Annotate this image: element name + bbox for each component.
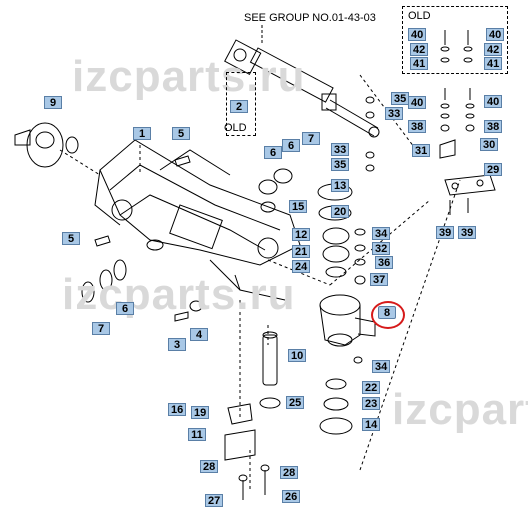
callout-40-a[interactable]: 40: [408, 28, 427, 41]
callout-5-top[interactable]: 5: [172, 127, 190, 140]
callout-10[interactable]: 10: [288, 349, 307, 362]
callout-6-a[interactable]: 6: [264, 146, 282, 159]
king-pin: [224, 331, 281, 500]
callout-5-left[interactable]: 5: [62, 232, 80, 245]
steering-cylinder: [224, 39, 380, 138]
callout-33-b[interactable]: 33: [331, 143, 350, 156]
old-bolts: [440, 30, 475, 132]
callout-6-c[interactable]: 6: [116, 302, 134, 315]
callout-31[interactable]: 31: [412, 144, 431, 157]
callout-29[interactable]: 29: [484, 163, 503, 176]
callout-35-a[interactable]: 35: [391, 92, 410, 105]
callout-38-b[interactable]: 38: [484, 120, 503, 133]
callout-7-a[interactable]: 7: [92, 322, 110, 335]
callout-1[interactable]: 1: [133, 127, 151, 140]
callout-21[interactable]: 21: [292, 245, 311, 258]
callout-22[interactable]: 22: [362, 381, 381, 394]
callout-6-b[interactable]: 6: [282, 139, 300, 152]
callout-11[interactable]: 11: [188, 428, 206, 441]
callout-26[interactable]: 26: [282, 490, 301, 503]
right-stack: [317, 183, 366, 285]
callout-39-a[interactable]: 39: [436, 226, 455, 239]
callout-13[interactable]: 13: [331, 179, 350, 192]
callout-39-b[interactable]: 39: [458, 226, 477, 239]
callout-28-a[interactable]: 28: [200, 460, 219, 473]
callout-8[interactable]: 8: [378, 306, 396, 319]
callout-4[interactable]: 4: [190, 328, 208, 341]
steering-knuckle-left: [14, 122, 79, 168]
callout-14[interactable]: 14: [362, 418, 381, 431]
callout-19[interactable]: 19: [191, 406, 210, 419]
highlight-ring: [371, 301, 405, 329]
left-washers: [81, 155, 293, 322]
callout-34-a[interactable]: 34: [372, 227, 391, 240]
callout-41-a[interactable]: 41: [410, 57, 429, 70]
callout-16[interactable]: 16: [168, 403, 187, 416]
callout-28-b[interactable]: 28: [280, 466, 299, 479]
callout-38-a[interactable]: 38: [408, 120, 427, 133]
callout-40-c[interactable]: 40: [408, 96, 427, 109]
callout-37[interactable]: 37: [370, 273, 389, 286]
callout-40-d[interactable]: 40: [484, 95, 503, 108]
callout-41-b[interactable]: 41: [484, 57, 503, 70]
callout-2[interactable]: 2: [230, 100, 248, 113]
callout-15[interactable]: 15: [289, 200, 308, 213]
callout-42-b[interactable]: 42: [484, 43, 503, 56]
callout-34-b[interactable]: 34: [372, 360, 391, 373]
old-box-left: [226, 72, 256, 136]
callout-33-a[interactable]: 33: [385, 107, 404, 120]
callout-12[interactable]: 12: [292, 228, 311, 241]
callout-9[interactable]: 9: [44, 96, 62, 109]
axle-housing: [94, 139, 301, 301]
callout-35-b[interactable]: 35: [331, 158, 350, 171]
callout-40-b[interactable]: 40: [486, 28, 505, 41]
callout-27[interactable]: 27: [205, 494, 224, 507]
callout-23[interactable]: 23: [362, 397, 381, 410]
callout-3[interactable]: 3: [168, 338, 186, 351]
callout-24[interactable]: 24: [292, 260, 311, 273]
right-lower-washers: [319, 378, 353, 435]
old-box-right: [402, 6, 508, 74]
callout-36[interactable]: 36: [375, 256, 394, 269]
steering-knuckle-right: [319, 294, 376, 364]
callout-7-b[interactable]: 7: [302, 132, 320, 145]
callout-42-a[interactable]: 42: [410, 43, 429, 56]
callout-32[interactable]: 32: [372, 242, 391, 255]
old-label-left: OLD: [224, 122, 247, 134]
cylinder-bracket: [365, 96, 496, 215]
old-label-right: OLD: [408, 10, 431, 22]
callout-30[interactable]: 30: [480, 138, 499, 151]
callout-25[interactable]: 25: [286, 396, 305, 409]
callout-20[interactable]: 20: [331, 205, 350, 218]
see-group-text: SEE GROUP NO.01-43-03: [244, 12, 376, 24]
